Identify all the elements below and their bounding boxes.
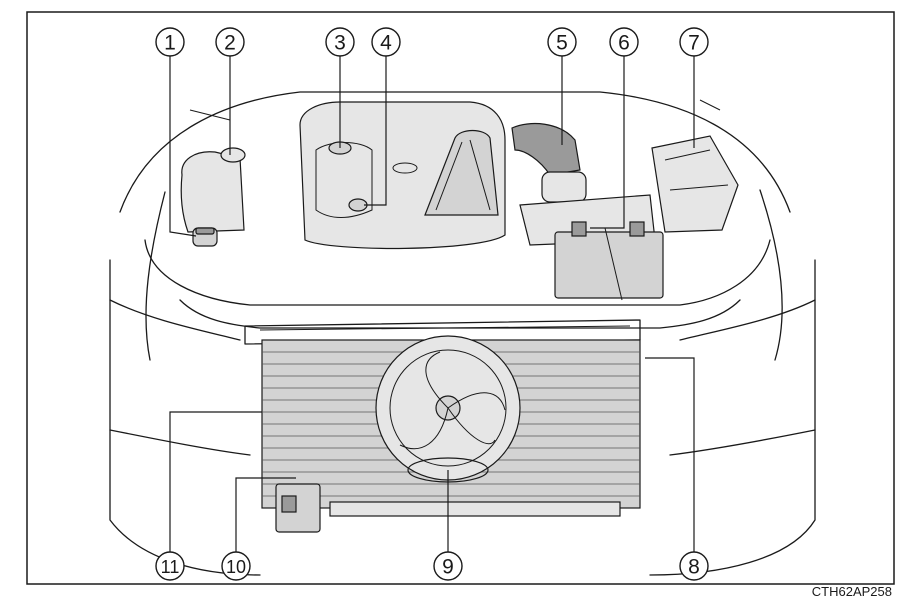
callout-number-9: 9 <box>442 556 454 579</box>
callout-number-2: 2 <box>224 32 236 55</box>
callout-7: 7 <box>679 27 709 57</box>
callout-number-11: 11 <box>161 557 180 577</box>
callout-number-3: 3 <box>334 32 346 55</box>
callout-2: 2 <box>215 27 245 57</box>
callout-9: 9 <box>433 551 463 581</box>
callout-8: 8 <box>679 551 709 581</box>
image-code: CTH62AP258 <box>812 584 892 599</box>
callout-3: 3 <box>325 27 355 57</box>
callout-number-4: 4 <box>380 32 392 55</box>
cooling-fan <box>375 335 521 481</box>
callout-5: 5 <box>547 27 577 57</box>
coolant-reservoir <box>275 483 321 533</box>
callout-number-8: 8 <box>688 556 700 579</box>
callout-4: 4 <box>371 27 401 57</box>
callout-number-5: 5 <box>556 32 568 55</box>
callout-lines <box>169 56 695 552</box>
callout-number-10: 10 <box>226 557 246 577</box>
callout-11: 11 <box>155 551 185 581</box>
washer-fluid-reservoir <box>180 147 246 233</box>
battery <box>554 221 664 301</box>
callout-number-7: 7 <box>688 32 700 55</box>
callout-number-1: 1 <box>164 32 176 55</box>
callout-1: 1 <box>155 27 185 57</box>
callout-number-6: 6 <box>618 32 630 55</box>
engine-cover <box>299 101 506 250</box>
callout-6: 6 <box>609 27 639 57</box>
fuse-box <box>651 135 739 233</box>
callout-10: 10 <box>221 551 251 581</box>
brake-fluid-reservoir <box>192 227 218 247</box>
